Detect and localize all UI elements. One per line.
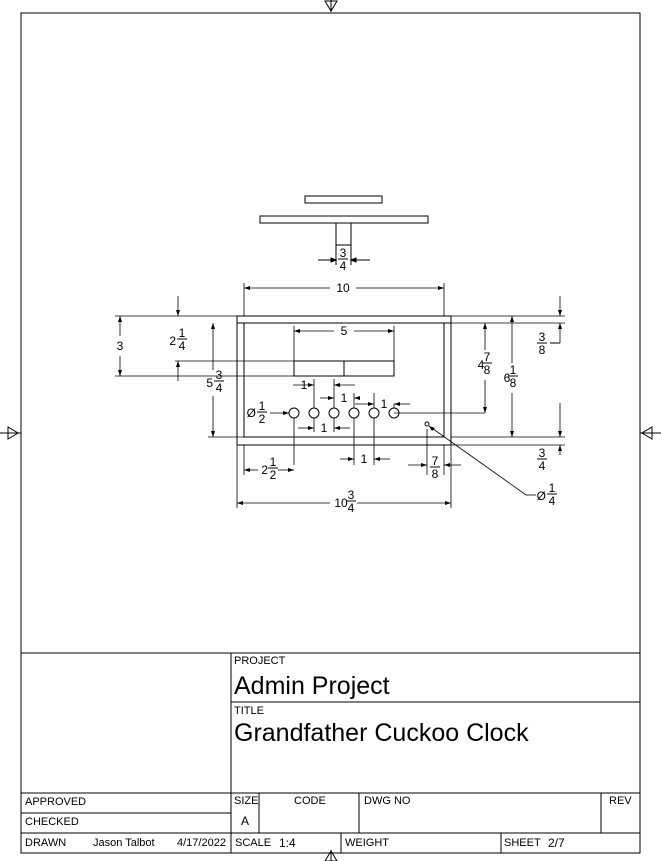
svg-text:4: 4 [216, 381, 223, 395]
svg-text:3: 3 [539, 446, 546, 460]
sheet-value: 2/7 [548, 836, 565, 850]
dim-slot-width: 5 [341, 324, 348, 338]
arrowheads [118, 286, 562, 505]
dim-slot-offset: 2 1 4 [169, 326, 187, 353]
dim-top-width: 10 [336, 281, 350, 295]
svg-text:3: 3 [216, 368, 223, 382]
svg-text:Ø: Ø [537, 489, 546, 503]
svg-text:7: 7 [432, 454, 439, 468]
dwg-no-label: DWG NO [364, 795, 411, 807]
dim-pitch-e: 1 [361, 452, 368, 466]
scale-label: SCALE [235, 837, 272, 849]
hole-4 [348, 407, 360, 419]
dim-hole-dia: Ø 1 2 [247, 399, 267, 426]
project-label: PROJECT [234, 655, 286, 667]
dim-pitch-b: 1 [341, 391, 348, 405]
drawn-label: DRAWN [25, 837, 67, 849]
hole-3 [328, 407, 340, 419]
svg-text:3: 3 [539, 330, 546, 344]
drawn-by: Jason Talbot [93, 837, 155, 849]
svg-text:2: 2 [259, 412, 266, 426]
svg-text:10: 10 [334, 496, 348, 510]
small-hole [424, 421, 430, 427]
dim-pitch-a: 1 [301, 378, 308, 392]
drawn-date: 4/17/2022 [177, 837, 226, 849]
dimension-text: 10 5 3 1 1 1 1 1 [117, 281, 388, 466]
front-view [236, 315, 452, 446]
top-view [259, 195, 429, 265]
title-block-frame [21, 652, 640, 853]
dim-bottom-thickness: 3 4 [537, 446, 547, 473]
dim-pitch-d: 1 [321, 421, 328, 435]
hole-5 [368, 407, 380, 419]
svg-text:3: 3 [340, 246, 347, 260]
sheet-label: SHEET [504, 837, 541, 849]
rev-label: REV [609, 795, 632, 807]
dim-top-thickness: 3 8 [537, 330, 560, 357]
svg-text:2: 2 [261, 463, 268, 477]
svg-text:3: 3 [348, 488, 355, 502]
approved-label: APPROVED [25, 796, 87, 808]
svg-text:5: 5 [206, 376, 213, 390]
svg-text:6: 6 [504, 371, 511, 385]
svg-text:1: 1 [179, 326, 186, 340]
size-label: SIZE [234, 795, 259, 807]
size-value: A [241, 814, 250, 828]
dim-right-height-a: 4 7 8 [478, 350, 492, 377]
dim-left-offset: 2 1 2 [261, 455, 278, 482]
code-label: CODE [294, 795, 326, 807]
fraction-labels: 2 1 4 5 3 4 Ø 1 2 2 1 2 7 8 [169, 326, 560, 515]
title-value: Grandfather Cuckoo Clock [234, 719, 529, 747]
svg-text:4: 4 [348, 501, 355, 515]
top-width-dim-label: 3 4 [338, 246, 348, 273]
svg-text:1: 1 [259, 399, 266, 413]
weight-label: WEIGHT [345, 837, 389, 849]
svg-text:7: 7 [484, 350, 491, 364]
svg-text:Ø: Ø [247, 406, 256, 420]
hole-2 [308, 407, 320, 419]
svg-text:1: 1 [270, 455, 277, 469]
dim-overall-width: 10 3 4 [334, 488, 356, 515]
svg-text:4: 4 [478, 358, 485, 372]
scale-value: 1:4 [279, 836, 296, 850]
svg-text:1: 1 [549, 481, 556, 495]
dim-small-hole-dia: Ø 1 4 [537, 481, 557, 508]
dim-left-height: 5 3 4 [206, 368, 224, 395]
svg-text:4: 4 [539, 459, 546, 473]
dim-pitch-c: 1 [381, 397, 388, 411]
svg-text:8: 8 [484, 363, 491, 377]
svg-text:4: 4 [549, 494, 556, 508]
svg-text:2: 2 [169, 334, 176, 348]
dim-right-height-b: 6 1 8 [504, 363, 518, 390]
svg-text:2: 2 [270, 468, 277, 482]
svg-text:1: 1 [510, 363, 517, 377]
dim-height-left: 3 [117, 339, 124, 353]
hole-1 [288, 407, 300, 419]
svg-text:4: 4 [340, 259, 347, 273]
project-value: Admin Project [234, 672, 390, 700]
title-label: TITLE [234, 705, 264, 717]
checked-label: CHECKED [25, 816, 79, 828]
svg-text:8: 8 [539, 343, 546, 357]
svg-text:8: 8 [510, 376, 517, 390]
svg-text:4: 4 [179, 339, 186, 353]
dim-right-offset: 7 8 [430, 454, 440, 481]
svg-text:8: 8 [432, 467, 439, 481]
